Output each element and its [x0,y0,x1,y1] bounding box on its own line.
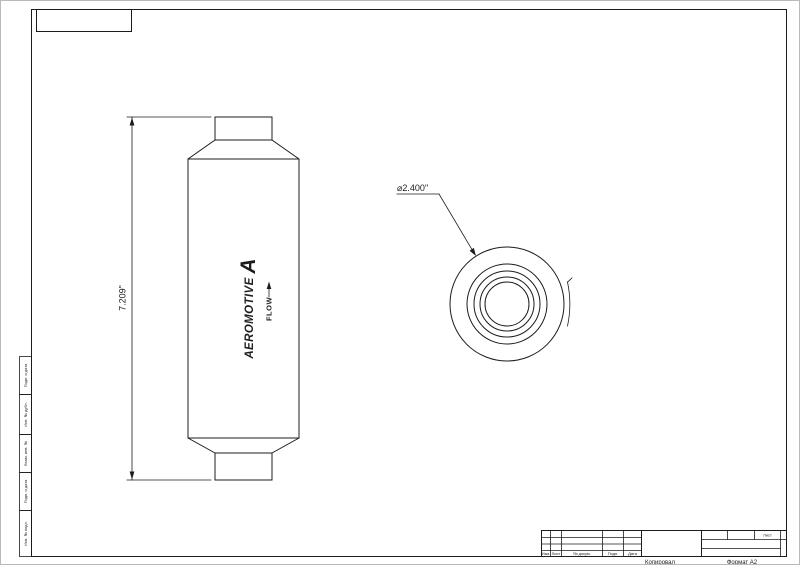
length-dimension: 7.209" [118,116,212,481]
dim-arrow-down-icon [129,471,135,480]
flow-arrow-icon [266,281,272,298]
flow-arrow-head [266,281,272,289]
brand-initial-logo: A [237,258,260,274]
title-col-podp: Подп. [608,551,619,556]
side-flat-tick [566,277,573,283]
thread-circle [479,276,535,332]
left-margin-cells: Подп. и дата Инв. № дубл. Взам. инв. № П… [19,356,32,557]
port-circle-outer [473,270,541,338]
title-block: Изм. Лист № докум. Подп. Дата Лист [541,530,787,557]
margin-cell-label: Подп. и дата [23,363,28,387]
title-col-data: Дата [628,551,638,556]
top-left-stamp-box [36,9,132,32]
format-label: Формат А2 [727,560,758,565]
bore-circle [484,281,530,327]
filter-side-view: A AEROMOTIVE FLOW [187,116,300,481]
margin-cell-label: Инв. № дубл. [23,402,28,427]
title-block-outline [541,530,787,557]
margin-cell-label: Инв. № подл. [23,521,28,546]
margin-cell-label: Подп. и дата [23,479,28,503]
title-col-ndokum: № докум. [573,551,591,556]
length-dim-text: 7.209" [118,285,128,311]
title-sheet-label: Лист [763,533,772,538]
leader-line [438,193,475,254]
title-col-izm: Изм. [542,551,551,556]
sheet-frame [31,9,787,557]
dim-arrow-up-icon [129,117,135,126]
diameter-dimension: ⌀2.400" [396,183,476,256]
boss-circle [466,263,548,345]
outer-diameter-circle [449,246,565,362]
title-col-list: Лист [552,551,561,556]
leader-arrow-icon [469,247,476,256]
flow-label: FLOW [265,297,274,321]
diameter-dim-text: ⌀2.400" [397,183,428,193]
margin-cell [19,510,32,557]
copied-label: Копировал [645,560,676,565]
margin-cell-label: Взам. инв. № [23,441,28,466]
brand-wordmark: AEROMOTIVE [244,277,256,359]
side-flat-profile-line [567,281,571,327]
filter-end-view [449,246,573,362]
